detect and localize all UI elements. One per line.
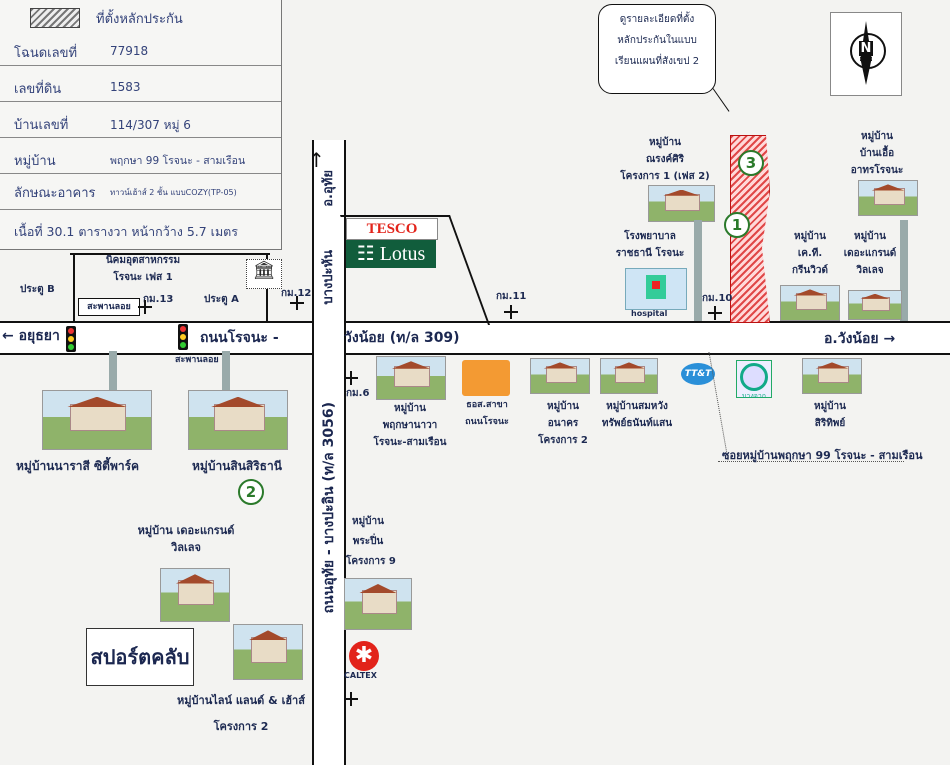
house-icon (600, 358, 658, 394)
house-icon (780, 285, 840, 321)
info-panel: ที่ตั้งหลักประกัน โฉนดเลขที่ 77918 เลขที… (0, 0, 282, 250)
house-icon (802, 358, 862, 394)
uthai-bangpain-label: ถนนอุทัย - บางปะอิน (ท/ล 3056) (321, 402, 337, 614)
sport-club-box: สปอร์ตคลับ (86, 628, 194, 686)
village-value: พฤกษา 99 โรจนะ - สามเรือน (110, 155, 246, 167)
house-icon (188, 390, 288, 450)
legend-label: ที่ตั้งหลักประกัน (96, 12, 183, 27)
red-cross-icon (652, 281, 660, 289)
land-no-label: เลขที่ดิน (14, 82, 62, 97)
circle-marker-3: 3 (738, 150, 764, 176)
km13-label: กม.13 (143, 294, 174, 305)
land-no-value: 1583 (110, 80, 141, 94)
to-uthai-label: อ.อุทัย (321, 170, 336, 207)
compass-box: N (830, 12, 902, 96)
wangnoi-road-label: วังน้อย (ท/ล 309) (344, 330, 460, 346)
house-icon (376, 356, 446, 400)
house-icon (648, 185, 715, 222)
lotus-logo: ☷ Lotus (346, 240, 436, 268)
house-no-value: 114/307 หมู่ 6 (110, 118, 191, 132)
grand-village-label: หมู่บ้านเดอะแกรนด์วิลเลจ (843, 231, 897, 276)
ghb-branch-label: ธอส.สาขาถนนโรจนะ (465, 400, 509, 427)
building-label: ลักษณะอาคาร (14, 186, 96, 201)
house-icon (344, 578, 412, 630)
overpass-label-1: สะพานลอย (78, 298, 140, 316)
marker-icon (344, 692, 358, 706)
legend-swatch (30, 8, 80, 28)
village-label: หมู่บ้าน (14, 154, 56, 169)
uthai-bangpain-road (312, 140, 346, 765)
industrial-road (70, 253, 270, 255)
industrial-estate-label: นิคมอุตสาหกรรมโรจนะ เฟส 1 (105, 255, 181, 283)
deed-label: โฉนดเลขที่ (14, 46, 78, 61)
sirisap-village-label: หมู่บ้านสิริทิพย์ (814, 401, 846, 429)
km10-marker-icon (708, 306, 722, 320)
anakorn-village-label: หมู่บ้านอนาครโครงการ 2 (538, 401, 588, 446)
km10-label: กม.10 (702, 293, 733, 304)
gate-b-label: ประตู B (20, 284, 55, 295)
km12-label: กม.12 (281, 288, 312, 299)
area-text: เนื้อที่ 30.1 ตารางวา หน้ากว้าง 5.7 เมตร (14, 224, 239, 239)
km13-marker-icon (138, 300, 152, 314)
house-icon (233, 624, 303, 680)
sinsiri-village-label: หมู่บ้านสินสิริธานี (192, 459, 282, 473)
traffic-light-icon (178, 324, 188, 350)
caltex-label: CALTEX (344, 671, 377, 680)
km11-label: กม.11 (496, 291, 527, 302)
caltex-star-icon: ✱ (349, 641, 379, 671)
km11-marker-icon (504, 305, 518, 319)
bangchak-logo: บางจาก (736, 360, 772, 400)
rojana-road-label: ถนนโรจนะ - (200, 330, 279, 346)
phraphin-village-label: หมู่บ้านพระปิ่นโครงการ 9 (346, 516, 396, 567)
km12-marker-icon (290, 296, 304, 310)
kc-village-label: หมู่บ้านเค.ที.กรีนวิวด์ (792, 231, 828, 276)
hospital-label: โรงพยาบาลราชธานี โรจนะ (615, 231, 685, 259)
circle-marker-1: 1 (724, 212, 750, 238)
deed-value: 77918 (110, 44, 149, 58)
tt-logo: TT&T (681, 363, 715, 385)
rojana-road (0, 321, 950, 355)
traffic-light-icon (66, 326, 76, 352)
ghb-logo-icon (462, 360, 510, 396)
soi-label: ซอยหมู่บ้านพฤกษา 99 โรจนะ - สามเรือน (722, 449, 923, 462)
house-icon (530, 358, 590, 394)
house-icon (42, 390, 152, 450)
building-icon: 🏛 (246, 259, 282, 289)
km6-label: กม.6 (346, 388, 370, 399)
line-land-label: หมู่บ้านไลน์ แลนด์ & เฮ้าส์โครงการ 2 (177, 694, 305, 733)
building-value: ทาวน์เฮ้าส์ 2 ชั้น แบบCOZY(TP-05) (110, 188, 237, 197)
callout-bubble: ดูรายละเอียดที่ตั้ง หลักประกันในแบบ เรีย… (598, 4, 716, 94)
to-ayutthaya-label: ← อยุธยา (2, 328, 60, 344)
pruksa-village-label: หมู่บ้านณรงค์ศิริโครงการ 1 (เฟส 2) (620, 137, 710, 182)
pruksa-nava-label: หมู่บ้านพฤกษานาวาโรจนะ-สามเรือน (373, 403, 447, 448)
house-icon (848, 290, 902, 320)
bangchak-icon (740, 363, 768, 391)
km6-marker-icon (344, 371, 358, 385)
overpass-label-2: สะพานลอย (175, 355, 219, 365)
circle-marker-2: 2 (238, 479, 264, 505)
house-icon (160, 568, 230, 622)
hospital-icon (625, 268, 687, 310)
tesco-logo: TESCO (346, 218, 438, 240)
somwang-village-label: หมู่บ้านสมหวังทรัพย์ธนันท์แสน (601, 401, 673, 429)
north-arrow-icon: ↑ (308, 148, 325, 172)
house-icon (858, 180, 918, 216)
grand-village-2-label: หมู่บ้าน เดอะแกรนด์วิลเลจ (137, 524, 235, 554)
baan-uea-label: หมู่บ้านบ้านเอื้ออาทรโรจนะ (850, 131, 904, 176)
bangpahan-label: บางปะหัน (321, 250, 336, 305)
to-wangnoi-label: อ.วังน้อย → (824, 331, 896, 347)
narasi-village-label: หมู่บ้านนาราสี ซิตี้พาร์ค (16, 459, 140, 473)
gate-a-label: ประตู A (204, 294, 239, 305)
house-no-label: บ้านเลขที่ (14, 118, 69, 133)
